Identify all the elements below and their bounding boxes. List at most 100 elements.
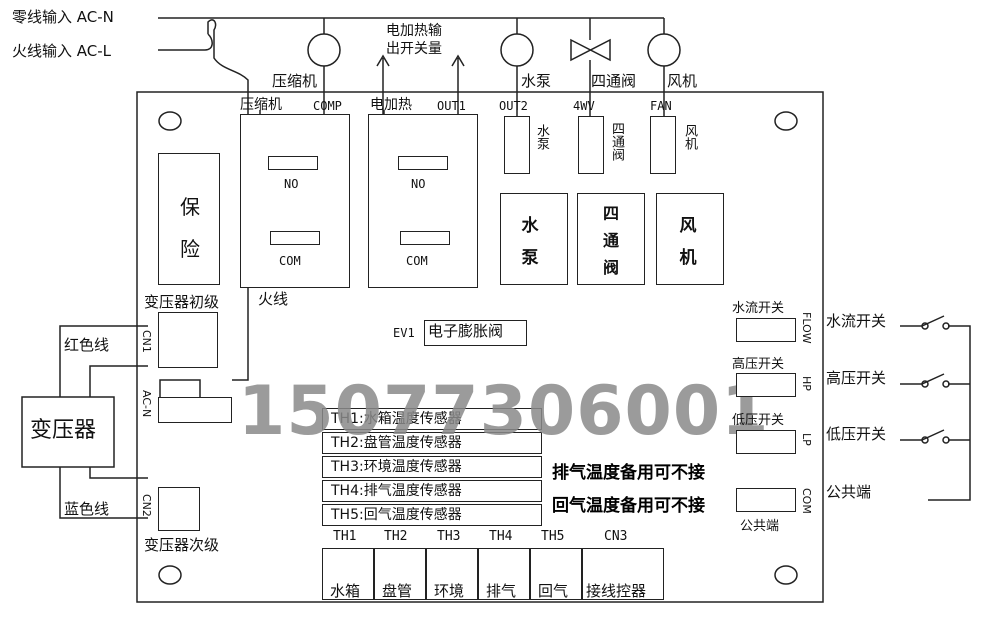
sensor-row-th3: TH3:环境温度传感器 bbox=[322, 456, 542, 478]
comp-com-label: COM bbox=[279, 254, 301, 268]
bottom-header-th5: TH5 bbox=[541, 529, 565, 544]
live-input-label: 火线输入 AC-L bbox=[12, 42, 112, 60]
valve-terminal-text: 四通阀 bbox=[609, 122, 624, 161]
fan-motor-label: 风机 bbox=[667, 72, 698, 90]
ext-hp-switch: 高压开关 bbox=[826, 369, 887, 387]
bottom-header-th1: TH1 bbox=[333, 529, 357, 544]
four-way-valve-label: 四通阀 bbox=[591, 72, 637, 90]
expansion-valve-label: 电子膨胀阀 bbox=[428, 322, 504, 340]
mount-hole-tr bbox=[774, 111, 798, 131]
fan-relay-label: 风机 bbox=[679, 216, 697, 268]
acn-connector bbox=[158, 397, 232, 423]
bottom-header-th3: TH3 bbox=[437, 529, 461, 544]
cn1-label: CN1 bbox=[140, 330, 153, 353]
fan-motor-symbol bbox=[647, 33, 681, 67]
heat-com-label: COM bbox=[406, 254, 428, 268]
th1-connector bbox=[322, 548, 374, 600]
sensor-row-th5: TH5:回气温度传感器 bbox=[322, 504, 542, 526]
bottom-name-th5: 回气 bbox=[538, 582, 569, 600]
flow-code: FLOW bbox=[800, 312, 813, 344]
cn2-label: CN2 bbox=[140, 494, 153, 517]
lp-switch-label: 低压开关 bbox=[732, 413, 785, 428]
return-note: 回气温度备用可不接 bbox=[552, 496, 705, 516]
sensor-row-th4: TH4:排气温度传感器 bbox=[322, 480, 542, 502]
blue-wire-label: 蓝色线 bbox=[64, 500, 110, 518]
fuse-block bbox=[158, 153, 220, 285]
bottom-header-th4: TH4 bbox=[489, 529, 513, 544]
bottom-name-th4: 排气 bbox=[486, 582, 517, 600]
pump-relay-label: 水泵 bbox=[521, 216, 539, 268]
comp-terminal-code: COMP bbox=[313, 99, 342, 113]
acn-label: AC-N bbox=[140, 390, 153, 418]
flow-switch-label: 水流开关 bbox=[732, 301, 785, 316]
heat-no-contact bbox=[398, 156, 448, 170]
fan-terminal-text: 风机 bbox=[682, 124, 697, 150]
hp-switch-label: 高压开关 bbox=[732, 357, 785, 372]
cn2-connector bbox=[158, 487, 200, 531]
comp-no-label: NO bbox=[284, 177, 299, 191]
valve-terminal-code: 4WV bbox=[573, 99, 595, 113]
compressor-relay bbox=[240, 114, 350, 288]
heat-com-contact bbox=[400, 231, 450, 245]
neutral-input-label: 零线输入 AC-N bbox=[12, 8, 114, 26]
four-way-valve-symbol bbox=[570, 38, 611, 62]
bottom-name-th3: 环境 bbox=[434, 582, 465, 600]
ext-com-terminal: 公共端 bbox=[826, 483, 872, 501]
com-switch-label: 公共端 bbox=[740, 519, 780, 534]
th2-connector bbox=[374, 548, 426, 600]
valve-relay-block bbox=[577, 193, 645, 285]
hp-terminal bbox=[736, 373, 796, 397]
flow-terminal bbox=[736, 318, 796, 342]
heat-terminal-cn: 电加热 bbox=[370, 97, 412, 113]
transformer-secondary-label: 变压器次级 bbox=[144, 536, 220, 554]
transformer-label: 变压器 bbox=[30, 418, 97, 443]
fan-terminal-code: FAN bbox=[650, 99, 672, 113]
heat-terminal-code: OUT1 bbox=[437, 99, 466, 113]
lp-terminal bbox=[736, 430, 796, 454]
mount-hole-bl bbox=[158, 565, 182, 585]
mount-hole-tl bbox=[158, 111, 182, 131]
com-code: COM bbox=[800, 488, 813, 514]
bottom-name-th2: 盘管 bbox=[382, 582, 413, 600]
neutral-wire bbox=[158, 17, 665, 34]
pump-relay-block bbox=[500, 193, 568, 285]
ext-switch-wiring bbox=[900, 315, 971, 501]
ext-flow-switch: 水流开关 bbox=[826, 312, 887, 330]
fuse-label: 保险 bbox=[180, 195, 200, 261]
water-pump-motor-symbol bbox=[500, 33, 534, 67]
bottom-name-th1: 水箱 bbox=[330, 582, 361, 600]
lp-code: LP bbox=[800, 433, 813, 446]
bottom-header-cn3: CN3 bbox=[604, 529, 628, 544]
heater-arrow-left bbox=[376, 54, 390, 120]
compressor-motor-symbol bbox=[307, 33, 341, 67]
fan-terminal bbox=[650, 116, 676, 174]
th3-connector bbox=[426, 548, 478, 600]
exhaust-note: 排气温度备用可不接 bbox=[552, 463, 705, 483]
sensor-row-th2: TH2:盘管温度传感器 bbox=[322, 432, 542, 454]
compressor-motor-label: 压缩机 bbox=[272, 72, 318, 90]
live-wire-label: 火线 bbox=[258, 290, 289, 308]
heater-relay bbox=[368, 114, 478, 288]
pump-terminal-code: OUT2 bbox=[499, 99, 528, 113]
pump-terminal-text: 水泵 bbox=[534, 124, 549, 150]
cn1-connector bbox=[158, 312, 218, 368]
transformer bbox=[21, 396, 115, 468]
sensor-row-th1: TH1:水箱温度传感器 bbox=[322, 408, 542, 430]
ext-lp-switch: 低压开关 bbox=[826, 425, 887, 443]
th5-connector bbox=[530, 548, 582, 600]
ev1-code: EV1 bbox=[393, 326, 415, 340]
bottom-name-cn3: 接线控器 bbox=[586, 582, 647, 600]
pump-terminal bbox=[504, 116, 530, 174]
comp-com-contact bbox=[270, 231, 320, 245]
bottom-header-th2: TH2 bbox=[384, 529, 408, 544]
com-terminal bbox=[736, 488, 796, 512]
red-wire-label: 红色线 bbox=[64, 336, 110, 354]
heat-no-label: NO bbox=[411, 177, 426, 191]
water-pump-motor-label: 水泵 bbox=[521, 72, 552, 90]
cn3-connector bbox=[582, 548, 664, 600]
mount-hole-br bbox=[774, 565, 798, 585]
valve-relay-label: 四通阀 bbox=[602, 204, 619, 277]
fan-relay-block bbox=[656, 193, 724, 285]
phone-watermark: 15077306001 bbox=[238, 372, 770, 451]
ev1-connector bbox=[424, 320, 527, 346]
